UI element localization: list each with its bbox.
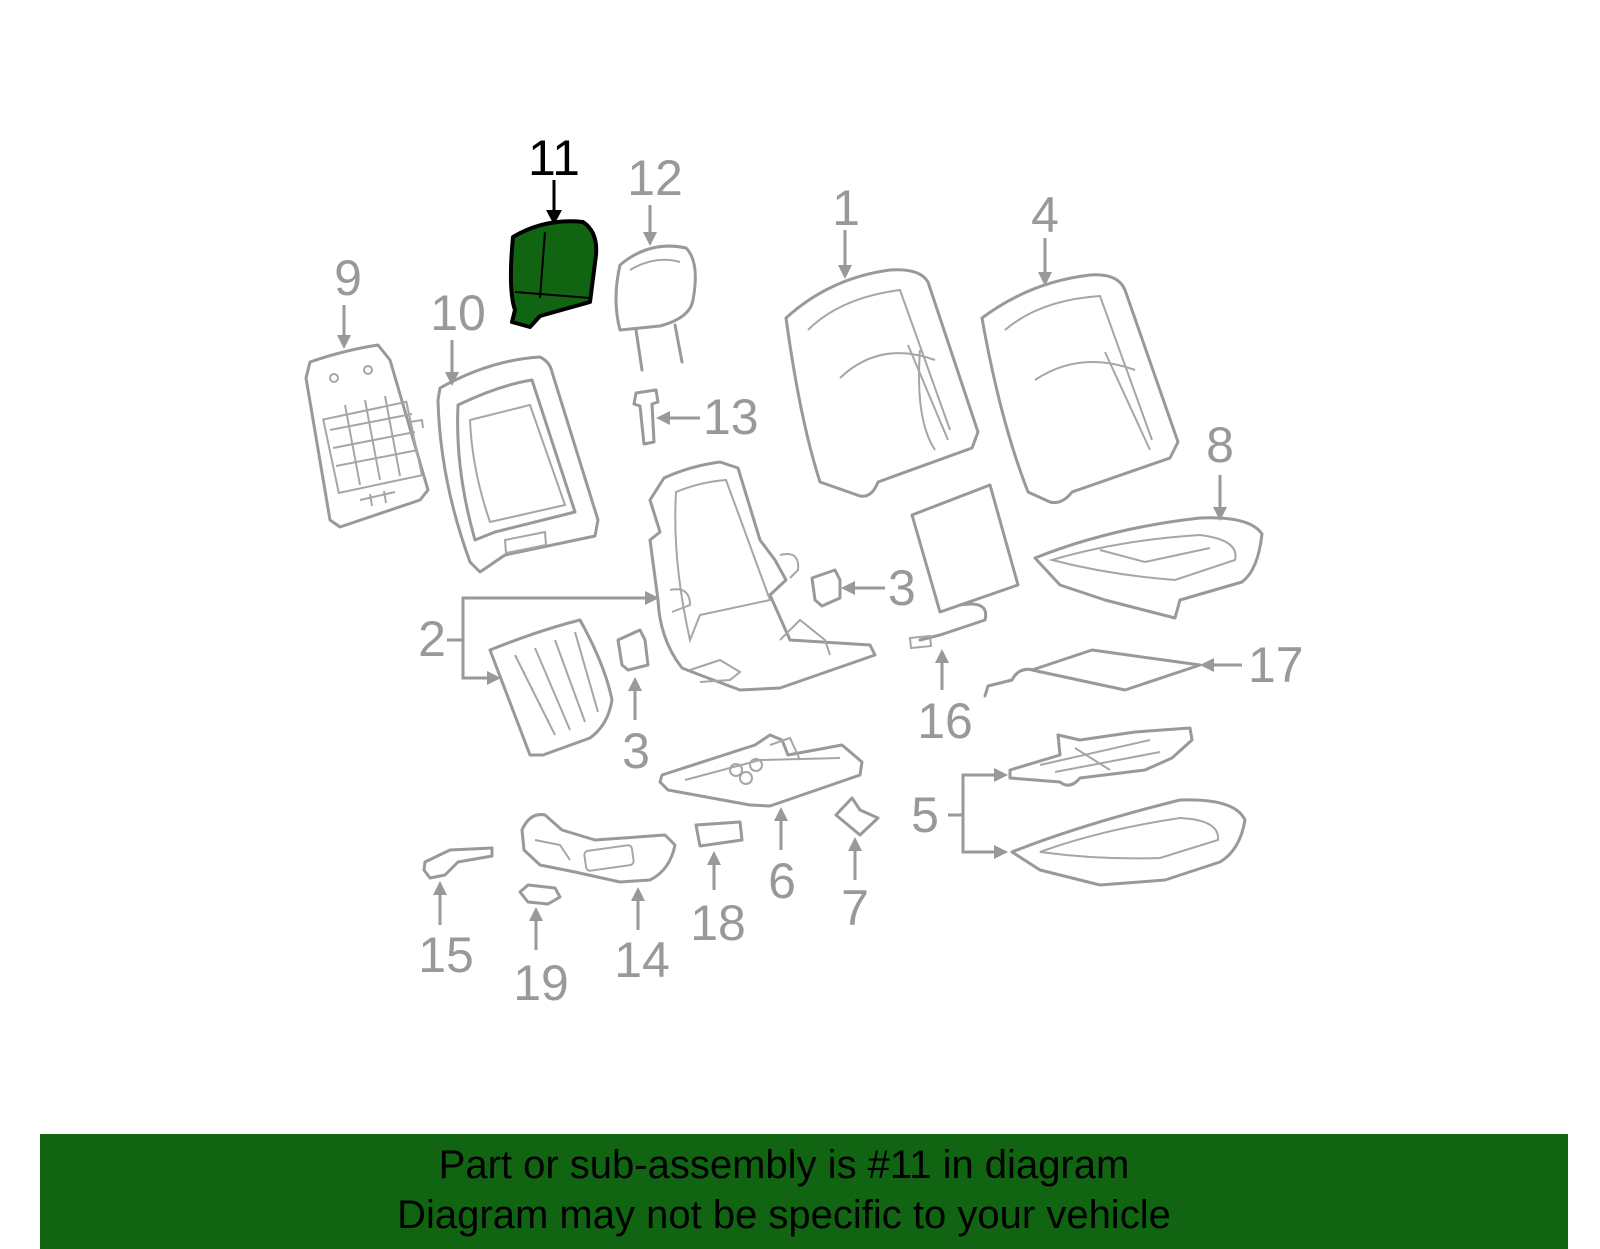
part-6-arrow <box>774 807 788 850</box>
part-10-arrow <box>445 340 459 386</box>
part-label-19: 19 <box>513 955 569 1011</box>
part-label-4: 4 <box>1031 187 1059 243</box>
part-5-cushion-frame[interactable] <box>1008 726 1194 787</box>
part-19-knob[interactable] <box>518 883 562 906</box>
part-2-bracket <box>447 591 659 685</box>
part-9-arrow <box>337 305 351 349</box>
part-18-switch[interactable] <box>694 820 744 848</box>
part-3-right-arrow <box>841 581 885 595</box>
part-11-arrow <box>546 180 562 225</box>
part-label-17: 17 <box>1248 637 1304 693</box>
part-label-8: 8 <box>1206 417 1234 473</box>
part-5-cushion-pad[interactable] <box>1010 798 1247 887</box>
part-1-seat-back-cover[interactable] <box>784 268 980 498</box>
part-15-lever-handle[interactable] <box>422 846 494 880</box>
part-14-side-trim[interactable] <box>520 813 677 884</box>
part-11-headrest-cover[interactable] <box>508 219 599 329</box>
part-12-arrow <box>643 205 657 246</box>
part-13-headrest-guide[interactable] <box>632 388 660 446</box>
part-8-arrow <box>1213 475 1227 521</box>
part-12-headrest[interactable] <box>614 244 697 372</box>
part-5-bracket <box>948 768 1008 859</box>
part-label-2: 2 <box>418 611 446 667</box>
part-3-left-arrow <box>628 677 642 720</box>
part-7-bracket[interactable] <box>834 796 880 837</box>
part-16-arrow <box>935 649 949 690</box>
part-label-13: 13 <box>703 389 759 445</box>
part-label-6: 6 <box>768 853 796 909</box>
part-label-3a: 3 <box>622 723 650 779</box>
part-label-3b: 3 <box>888 560 916 616</box>
part-4-seat-back-cover[interactable] <box>980 273 1180 504</box>
part-3-clip-right[interactable] <box>810 568 842 608</box>
part-14-arrow <box>631 887 645 930</box>
part-9-back-panel[interactable] <box>304 343 430 529</box>
part-label-5: 5 <box>911 787 939 843</box>
part-18-arrow <box>707 851 721 890</box>
part-7-arrow <box>848 837 862 880</box>
part-label-18: 18 <box>690 895 746 951</box>
heater-pad-panel[interactable] <box>908 483 1020 650</box>
banner-line-2: Diagram may not be specific to your vehi… <box>397 1193 1171 1237</box>
part-label-15: 15 <box>418 927 474 983</box>
part-label-9: 9 <box>334 250 362 306</box>
part-1-arrow <box>838 230 852 279</box>
part-label-10: 10 <box>430 285 486 341</box>
part-10-seat-back-frame[interactable] <box>436 355 600 574</box>
part-13-arrow <box>656 411 700 425</box>
part-label-12: 12 <box>627 150 683 206</box>
info-banner: Part or sub-assembly is #11 in diagram D… <box>40 1134 1568 1249</box>
part-19-arrow <box>529 907 543 950</box>
part-label-11: 11 <box>528 130 580 186</box>
part-label-1: 1 <box>832 180 860 236</box>
part-label-7: 7 <box>841 880 869 936</box>
seat-back-frame-assembly[interactable] <box>648 460 877 692</box>
part-2-side-shield[interactable] <box>488 618 614 757</box>
part-17-arrow <box>1200 658 1242 672</box>
part-15-arrow <box>433 881 447 925</box>
part-label-16: 16 <box>917 693 973 749</box>
part-8-seat-cushion-cover[interactable] <box>1033 516 1264 620</box>
banner-line-1: Part or sub-assembly is #11 in diagram <box>438 1143 1130 1187</box>
part-3-clip-left[interactable] <box>616 628 650 672</box>
part-17-cushion-heater-pad[interactable] <box>983 648 1202 698</box>
part-6-cushion-pan[interactable] <box>658 733 864 808</box>
part-4-arrow <box>1038 238 1052 286</box>
part-label-14: 14 <box>614 932 670 988</box>
